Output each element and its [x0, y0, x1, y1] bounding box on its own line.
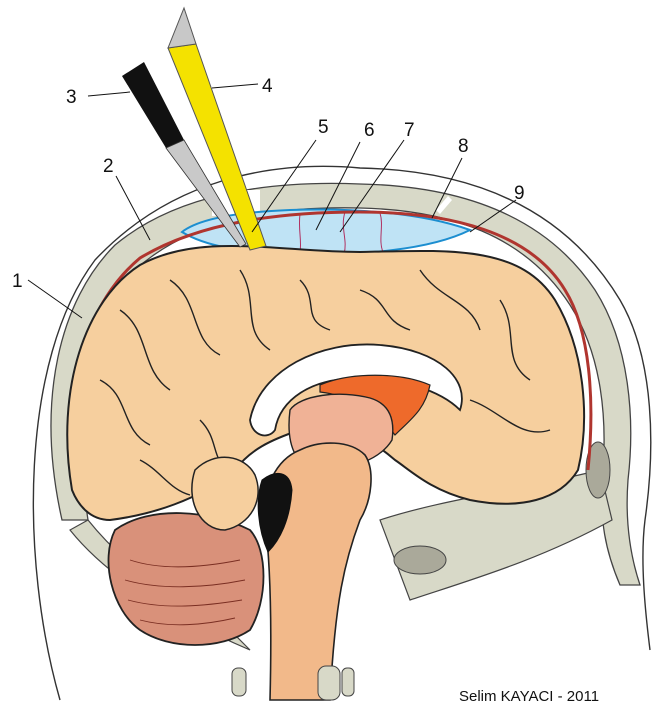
label-4: 4: [262, 76, 273, 97]
author-credit: Selim KAYACI - 2011: [459, 688, 599, 705]
label-1: 1: [12, 271, 23, 292]
vertebra: [342, 668, 354, 696]
label-5: 5: [318, 117, 329, 138]
cerebellar-tonsil: [192, 457, 258, 530]
label-3: 3: [66, 87, 77, 108]
label-2: 2: [103, 156, 114, 177]
label-8: 8: [458, 136, 469, 157]
label-9: 9: [514, 183, 525, 204]
label-7: 7: [404, 120, 415, 141]
label-6: 6: [364, 120, 375, 141]
vertebra: [232, 668, 246, 696]
sinus-oval: [394, 546, 446, 574]
vertebra: [318, 666, 340, 700]
